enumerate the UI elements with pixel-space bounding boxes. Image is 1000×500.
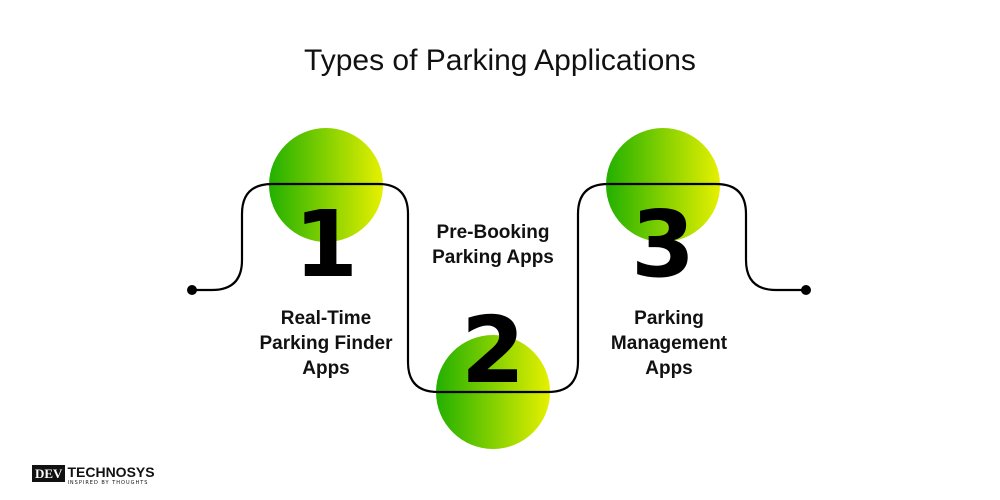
step-3-number: 3 bbox=[631, 191, 695, 298]
logo-dev: DEV bbox=[32, 465, 66, 482]
logo-tagline: INSPIRED BY THOUGHTS bbox=[67, 480, 149, 486]
page-title: Types of Parking Applications bbox=[304, 44, 696, 77]
end-dot bbox=[801, 285, 811, 295]
step-3-label: Parking Management Apps bbox=[559, 306, 779, 381]
logo-technosys: TECHNOSYS bbox=[67, 464, 155, 480]
step-1-number: 1 bbox=[294, 191, 358, 298]
label-line: Real-Time bbox=[280, 308, 372, 329]
connector-path bbox=[192, 182, 806, 394]
label-line: Parking Finder bbox=[259, 333, 393, 354]
label-line: Parking bbox=[634, 308, 704, 329]
label-line: Parking Apps bbox=[432, 247, 554, 268]
step-2-number: 2 bbox=[461, 297, 525, 404]
label-line: Management bbox=[610, 333, 728, 354]
label-line: Pre-Booking bbox=[436, 222, 550, 243]
label-line: Apps bbox=[645, 358, 693, 379]
start-dot bbox=[187, 285, 197, 295]
label-line: Apps bbox=[302, 358, 350, 379]
step-2-label: Pre-Booking Parking Apps bbox=[383, 220, 603, 270]
step-1-label: Real-Time Parking Finder Apps bbox=[216, 306, 436, 381]
brand-logo: DEV TECHNOSYS INSPIRED BY THOUGHTS bbox=[32, 465, 155, 486]
